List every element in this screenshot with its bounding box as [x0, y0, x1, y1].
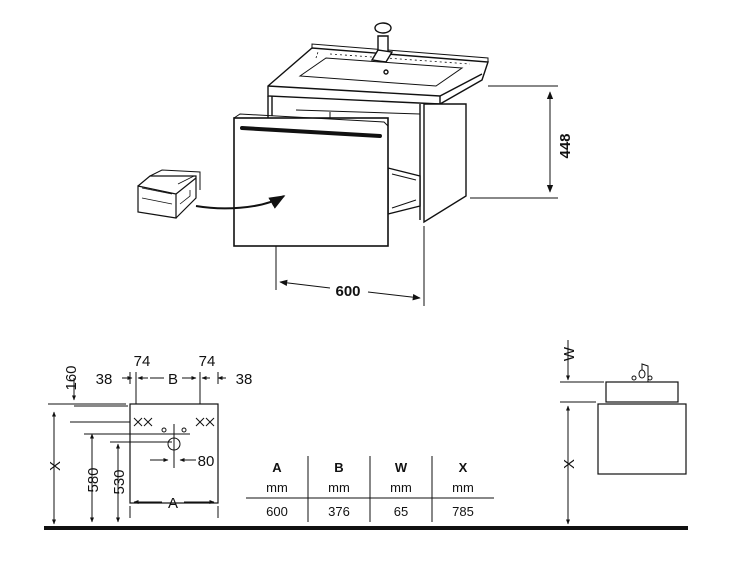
side-basin	[605, 381, 679, 403]
table-unit-row: mm mm mm mm	[266, 480, 474, 495]
dim-38-left: 38	[96, 371, 113, 388]
value-A: 600	[266, 504, 288, 519]
value-X: 785	[452, 504, 474, 519]
dim-A: A	[168, 495, 178, 512]
drawer	[233, 113, 421, 247]
side-dim-X: X	[561, 459, 578, 469]
unit-W: mm	[390, 480, 412, 495]
col-header-A: A	[272, 460, 282, 475]
dimension-height	[470, 85, 558, 199]
side-cabinet	[597, 403, 687, 475]
front-schematic	[48, 372, 226, 525]
dim-74-left: 74	[134, 353, 151, 370]
drawer-insert-icon	[137, 169, 201, 219]
value-B: 376	[328, 504, 350, 519]
dim-74-right: 74	[199, 353, 216, 370]
col-header-W: W	[395, 460, 408, 475]
value-W: 65	[394, 504, 408, 519]
basin-outline	[129, 403, 219, 504]
tap-hole-icon	[158, 424, 190, 468]
table-header-row: A B W X	[272, 460, 467, 475]
unit-X: mm	[452, 480, 474, 495]
dim-80: 80	[198, 453, 215, 470]
vanity-unit-drawing	[137, 22, 489, 247]
dim-B: B	[168, 371, 178, 388]
dim-580: 580	[85, 467, 102, 492]
height-label: 448	[557, 133, 574, 158]
col-header-B: B	[334, 460, 343, 475]
insert-arrow	[195, 195, 286, 210]
unit-A: mm	[266, 480, 288, 495]
side-dim-W: W	[561, 346, 578, 361]
dim-530: 530	[111, 469, 128, 494]
tap-icon	[370, 22, 394, 75]
dim-X-left: X	[47, 461, 64, 471]
table-value-row: 600 376 65 785	[266, 504, 474, 519]
side-schematic	[560, 340, 687, 525]
side-tap-icon	[631, 363, 653, 382]
washbasin	[267, 43, 489, 105]
dimension-width	[275, 226, 425, 306]
fixing-marks	[133, 417, 215, 427]
dim-38-right: 38	[236, 371, 253, 388]
unit-B: mm	[328, 480, 350, 495]
dim-160: 160	[63, 365, 80, 390]
col-header-X: X	[459, 460, 468, 475]
dimensions-table	[246, 456, 494, 522]
width-label: 600	[335, 283, 360, 300]
